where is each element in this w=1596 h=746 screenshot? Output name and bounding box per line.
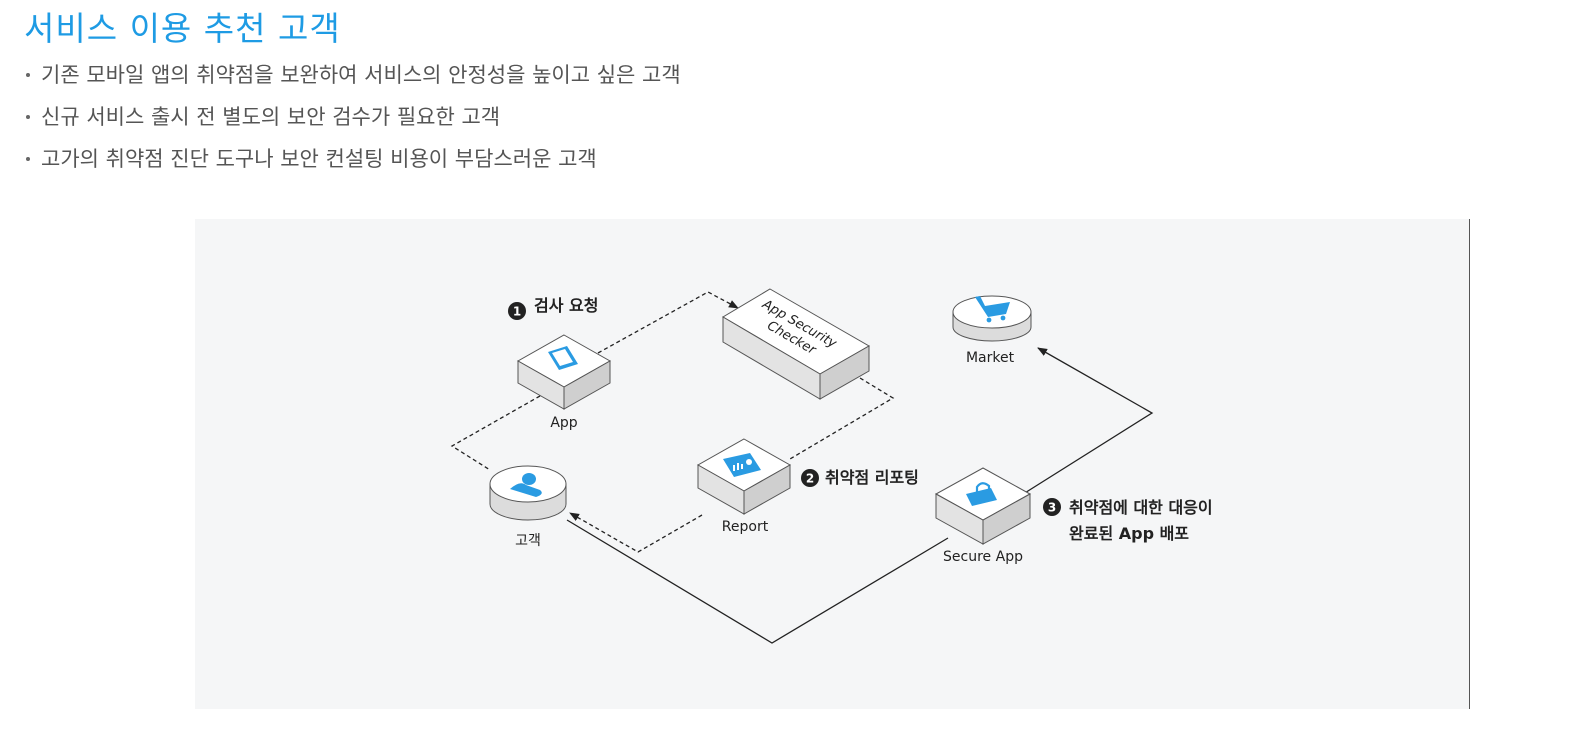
dashed-report-path-lower: [569, 512, 703, 553]
step-2-number: 2: [806, 472, 814, 486]
step-1-badge: 1: [508, 302, 526, 320]
list-item: 기존 모바일 앱의 취약점을 보완하여 서비스의 안정성을 높이고 싶은 고객: [24, 60, 681, 102]
secure-app-label: Secure App: [943, 549, 1023, 565]
recommended-customer-list: 기존 모바일 앱의 취약점을 보완하여 서비스의 안정성을 높이고 싶은 고객 …: [24, 60, 681, 186]
step-1-text: 검사 요청: [534, 296, 598, 315]
report-label: Report: [722, 519, 769, 535]
connector-lines: [450, 291, 1154, 644]
step-3-badge: 3: [1043, 498, 1061, 516]
step-1-number: 1: [513, 305, 521, 319]
list-item-text: 신규 서비스 출시 전 별도의 보안 검수가 필요한 고객: [41, 105, 501, 129]
market-node: [952, 295, 1032, 342]
secure-app-node: [934, 467, 1032, 545]
service-flow-diagram: App App Security Checker Market: [195, 219, 1470, 709]
lock-icon: [966, 482, 997, 506]
tablet-icon: [548, 346, 578, 370]
list-item: 신규 서비스 출시 전 별도의 보안 검수가 필요한 고객: [24, 102, 681, 144]
page-title: 서비스 이용 추천 고객: [24, 9, 341, 48]
user-icon: [510, 473, 542, 497]
dashed-report-path: [789, 377, 895, 460]
market-label: Market: [966, 350, 1015, 366]
deploy-path: [566, 519, 949, 644]
diagram-canvas: App App Security Checker Market: [450, 288, 1213, 644]
bullet-dot: [26, 73, 30, 77]
step-3-text-line1: 취약점에 대한 대응이: [1069, 498, 1213, 517]
deploy-path-market: [1019, 347, 1154, 497]
step-2-text: 취약점 리포팅: [825, 468, 919, 487]
dashed-request-path: [450, 395, 541, 471]
customer-node: [489, 465, 567, 521]
app-node: [516, 334, 612, 410]
shopping-cart-icon: [975, 296, 1010, 323]
report-icon: [723, 453, 761, 477]
step-3-number: 3: [1048, 501, 1056, 515]
bullet-dot: [26, 115, 30, 119]
app-label: App: [550, 415, 577, 431]
list-item-text: 기존 모바일 앱의 취약점을 보완하여 서비스의 안정성을 높이고 싶은 고객: [41, 63, 681, 87]
checker-node: App Security Checker: [722, 288, 871, 400]
step-2-badge: 2: [801, 469, 819, 487]
bullet-dot: [26, 157, 30, 161]
step-3-text-line2: 완료된 App 배포: [1069, 524, 1189, 543]
report-node: [696, 438, 792, 515]
list-item-text: 고가의 취약점 진단 도구나 보안 컨설팅 비용이 부담스러운 고객: [41, 147, 597, 171]
list-item: 고가의 취약점 진단 도구나 보안 컨설팅 비용이 부담스러운 고객: [24, 144, 681, 186]
customer-label: 고객: [515, 533, 541, 549]
dashed-request-path-upper: [597, 291, 739, 354]
